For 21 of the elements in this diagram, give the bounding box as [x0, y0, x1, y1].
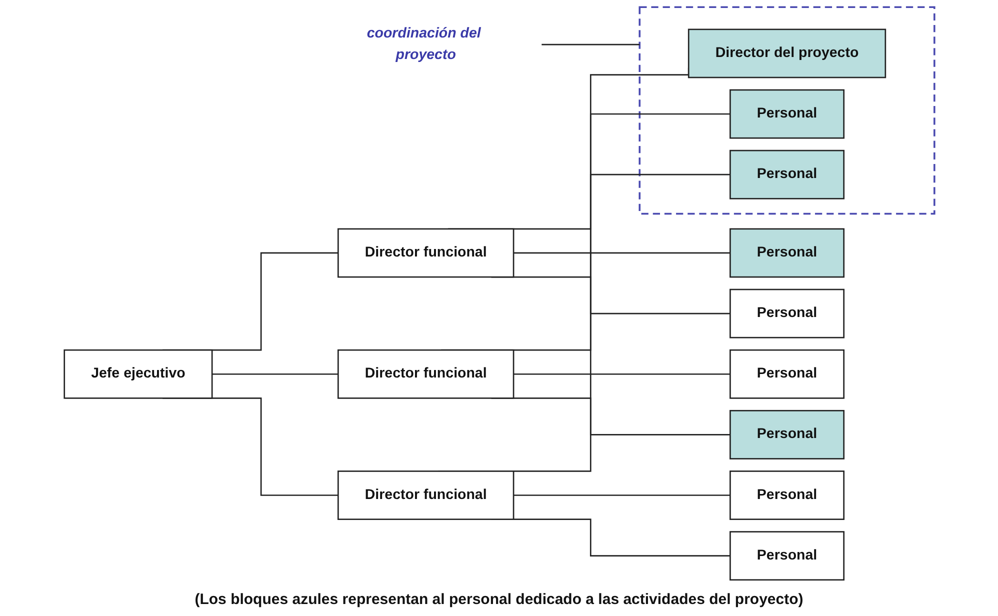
connector — [541, 44, 640, 46]
connector — [513, 373, 730, 375]
cluster — [638, 6, 935, 215]
node-box: Personal — [729, 531, 844, 581]
connector — [513, 494, 730, 496]
connector — [513, 252, 730, 254]
node-box: Personal — [729, 410, 844, 460]
connector — [212, 373, 338, 375]
node-box: Director del proyecto — [688, 28, 886, 78]
node-box: Jefe ejecutivo — [63, 349, 212, 399]
node-box: Personal — [729, 349, 844, 399]
caption-text: (Los bloques azules representan al personal dedicado a las actividades del proyecto) — [194, 591, 804, 608]
node-box: Director funcional — [337, 349, 514, 399]
node-box: Director funcional — [337, 470, 514, 520]
node-text: coordinación del proyecto — [366, 26, 480, 62]
node-box: Personal — [729, 228, 844, 278]
node-box: Personal — [729, 150, 844, 200]
node-box: Personal — [729, 288, 844, 338]
node-box: Personal — [729, 89, 844, 139]
node-box: Personal — [729, 470, 844, 520]
node-box: Director funcional — [337, 228, 514, 278]
